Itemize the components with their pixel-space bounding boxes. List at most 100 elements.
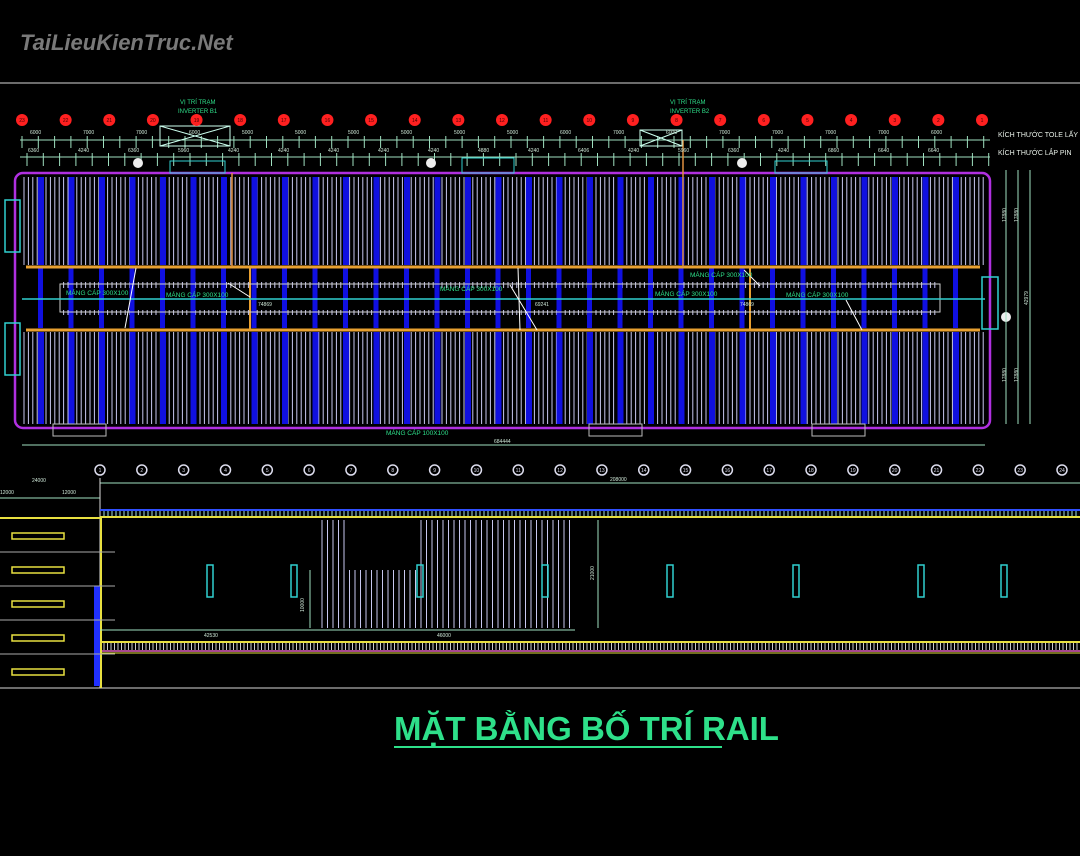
parking-slot [11, 668, 65, 676]
grid-bubble-label: 23 [19, 118, 25, 124]
grid-bubble [845, 114, 858, 126]
module-strip [190, 268, 196, 328]
combiner-circle [426, 158, 436, 168]
tole-dim: 7000 [772, 130, 783, 136]
module-strip [373, 268, 379, 328]
module-strip [404, 268, 409, 328]
grid-bubble-label: 14 [412, 118, 418, 124]
module-strip [831, 177, 837, 265]
inverter-b1-label: INVERTER B1 [178, 109, 218, 115]
tray-label: MÁNG CÁP 300X100 [786, 290, 849, 299]
tray-label: MÁNG CÁP 300X100 [690, 270, 753, 279]
grid-bubble-label: 5 [806, 118, 809, 124]
rail-grid-bubble [177, 464, 190, 476]
rail-dim: 10000 [300, 598, 306, 612]
rail-grid-bubble [219, 464, 232, 476]
access-box [588, 423, 643, 437]
module-strip [922, 332, 929, 424]
leader-line [509, 284, 538, 331]
rail-grid-bubble-label: 13 [599, 468, 605, 474]
rail-dim: 21000 [590, 566, 596, 580]
rail-total-length: 208000 [610, 477, 627, 483]
tole-dim: 5000 [295, 130, 306, 136]
grid-bubble-label: 11 [543, 118, 548, 124]
tole-dim: 7000 [83, 130, 94, 136]
module-strip [343, 177, 349, 265]
module-strip [587, 332, 593, 424]
rail-left-dim: 12000 [0, 490, 14, 496]
module-strip [648, 177, 654, 265]
pin-dim: 5960 [678, 148, 689, 154]
grid-bubble [670, 114, 683, 126]
module-strip [953, 268, 958, 328]
module-strip [282, 268, 287, 328]
module-strip [495, 332, 502, 424]
module-strip [312, 332, 319, 424]
rail-grid-bubble-label: 6 [308, 468, 311, 474]
rail-grid-bubble-label: 11 [516, 468, 521, 474]
pin-dim: 6360 [28, 148, 39, 154]
rail-grid-bubble-label: 12 [557, 468, 563, 474]
side-dim: 17880 [1014, 208, 1020, 222]
module-strip [312, 177, 319, 265]
module-strip [678, 177, 685, 265]
module-strip [831, 268, 836, 328]
module-strip [434, 332, 441, 424]
tole-dim: 6000 [931, 130, 942, 136]
inner-dim: 74869 [740, 302, 754, 308]
rail-left-dim: 12000 [62, 490, 76, 496]
rail-grid-bubble-label: 10 [474, 468, 480, 474]
module-strip [526, 177, 532, 265]
rail-dim: 42530 [204, 633, 218, 639]
tole-dim: 5000 [242, 130, 253, 136]
grid-bubble [539, 114, 552, 126]
junction-box [169, 160, 226, 174]
grid-bubble [190, 114, 203, 126]
tole-dim: 5000 [454, 130, 465, 136]
module-strip [38, 268, 43, 328]
rail-grid-bubble-label: 5 [266, 468, 269, 474]
module-strip [739, 332, 746, 424]
tole-dim: 6000 [666, 130, 677, 136]
grid-bubble [365, 114, 378, 126]
module-strip [526, 332, 532, 424]
module-strip [404, 177, 410, 265]
grid-bubble [321, 114, 334, 126]
rail-grid-bubble-label: 7 [350, 468, 353, 474]
module-strip [251, 332, 258, 424]
grid-bubble [888, 114, 901, 126]
grid-bubble [16, 114, 28, 126]
grid-bubble [59, 114, 72, 126]
tray-label: MÁNG CÁP 300X100 [166, 290, 229, 299]
module-strip [800, 332, 807, 424]
grid-bubble [583, 114, 596, 126]
tray-bottom-label: MÁNG CÁP 100X100 [386, 428, 449, 437]
module-strip [282, 177, 288, 265]
tole-dim: 7000 [825, 130, 836, 136]
grid-bubble [714, 114, 727, 126]
tole-dim: 7000 [613, 130, 624, 136]
grid-bubble [452, 114, 465, 126]
tole-dim: 5000 [507, 130, 518, 136]
module-strip [160, 268, 165, 328]
tole-dim: 6000 [30, 130, 41, 136]
module-strip [160, 177, 166, 265]
grid-bubble-label: 17 [281, 118, 287, 124]
grid-bubble [626, 114, 639, 126]
rail-grid-bubble [261, 464, 274, 476]
column-box [416, 564, 424, 598]
rail-grid-bubble-label: 22 [976, 468, 982, 474]
module-strip [953, 332, 959, 424]
leader-line [227, 282, 251, 298]
grid-bubble-label: 7 [719, 118, 722, 124]
junction-box [461, 157, 515, 174]
rail-grid-bubble-label: 2 [140, 468, 143, 474]
parking-slot [11, 600, 65, 608]
rail-grid-bubble [428, 464, 441, 476]
pin-dim: 5960 [178, 148, 189, 154]
module-strip [68, 268, 74, 328]
rail-grid-bubble [136, 464, 148, 476]
rail-grid-bubble-label: 3 [182, 468, 185, 474]
